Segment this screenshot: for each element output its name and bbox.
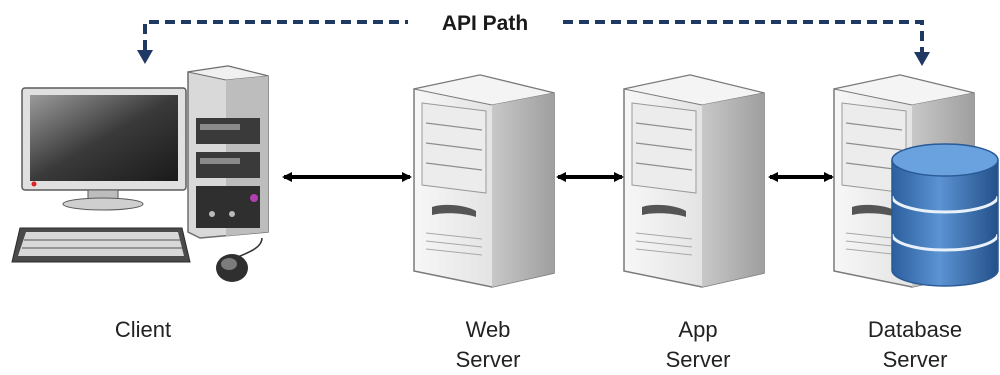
api-path-right-segment: [563, 20, 924, 52]
api-path-left-segment: [143, 20, 408, 50]
mouse: [216, 237, 263, 282]
app-server-label: App Server: [643, 315, 753, 375]
keyboard: [11, 227, 191, 263]
client-label-line: Client: [114, 317, 172, 342]
server-tower-icon: [623, 74, 765, 288]
api-path-label: API Path: [412, 12, 558, 36]
computer-monitor: [21, 87, 187, 211]
database-cylinder-icon: [890, 143, 1000, 287]
database-server-label-line-1: Database: [867, 317, 963, 342]
computer-tower: [187, 65, 269, 239]
app-server-label-line-2: Server: [665, 347, 731, 372]
server-tower-icon: [413, 74, 555, 288]
client-label: Client: [88, 315, 198, 345]
web-server-label: Web Server: [433, 315, 543, 375]
desktop-computer-icon: [11, 65, 269, 282]
web-server-label-line-2: Server: [455, 347, 521, 372]
web-server-label-line-1: Web: [465, 317, 511, 342]
database-server-label: Database Server: [850, 315, 980, 375]
api-path-left-arrowhead: [137, 50, 153, 64]
api-path-connector: [143, 20, 924, 52]
database-server-label-line-2: Server: [882, 347, 948, 372]
api-path-right-arrowhead: [914, 52, 930, 66]
app-server-label-line-1: App: [678, 317, 718, 342]
